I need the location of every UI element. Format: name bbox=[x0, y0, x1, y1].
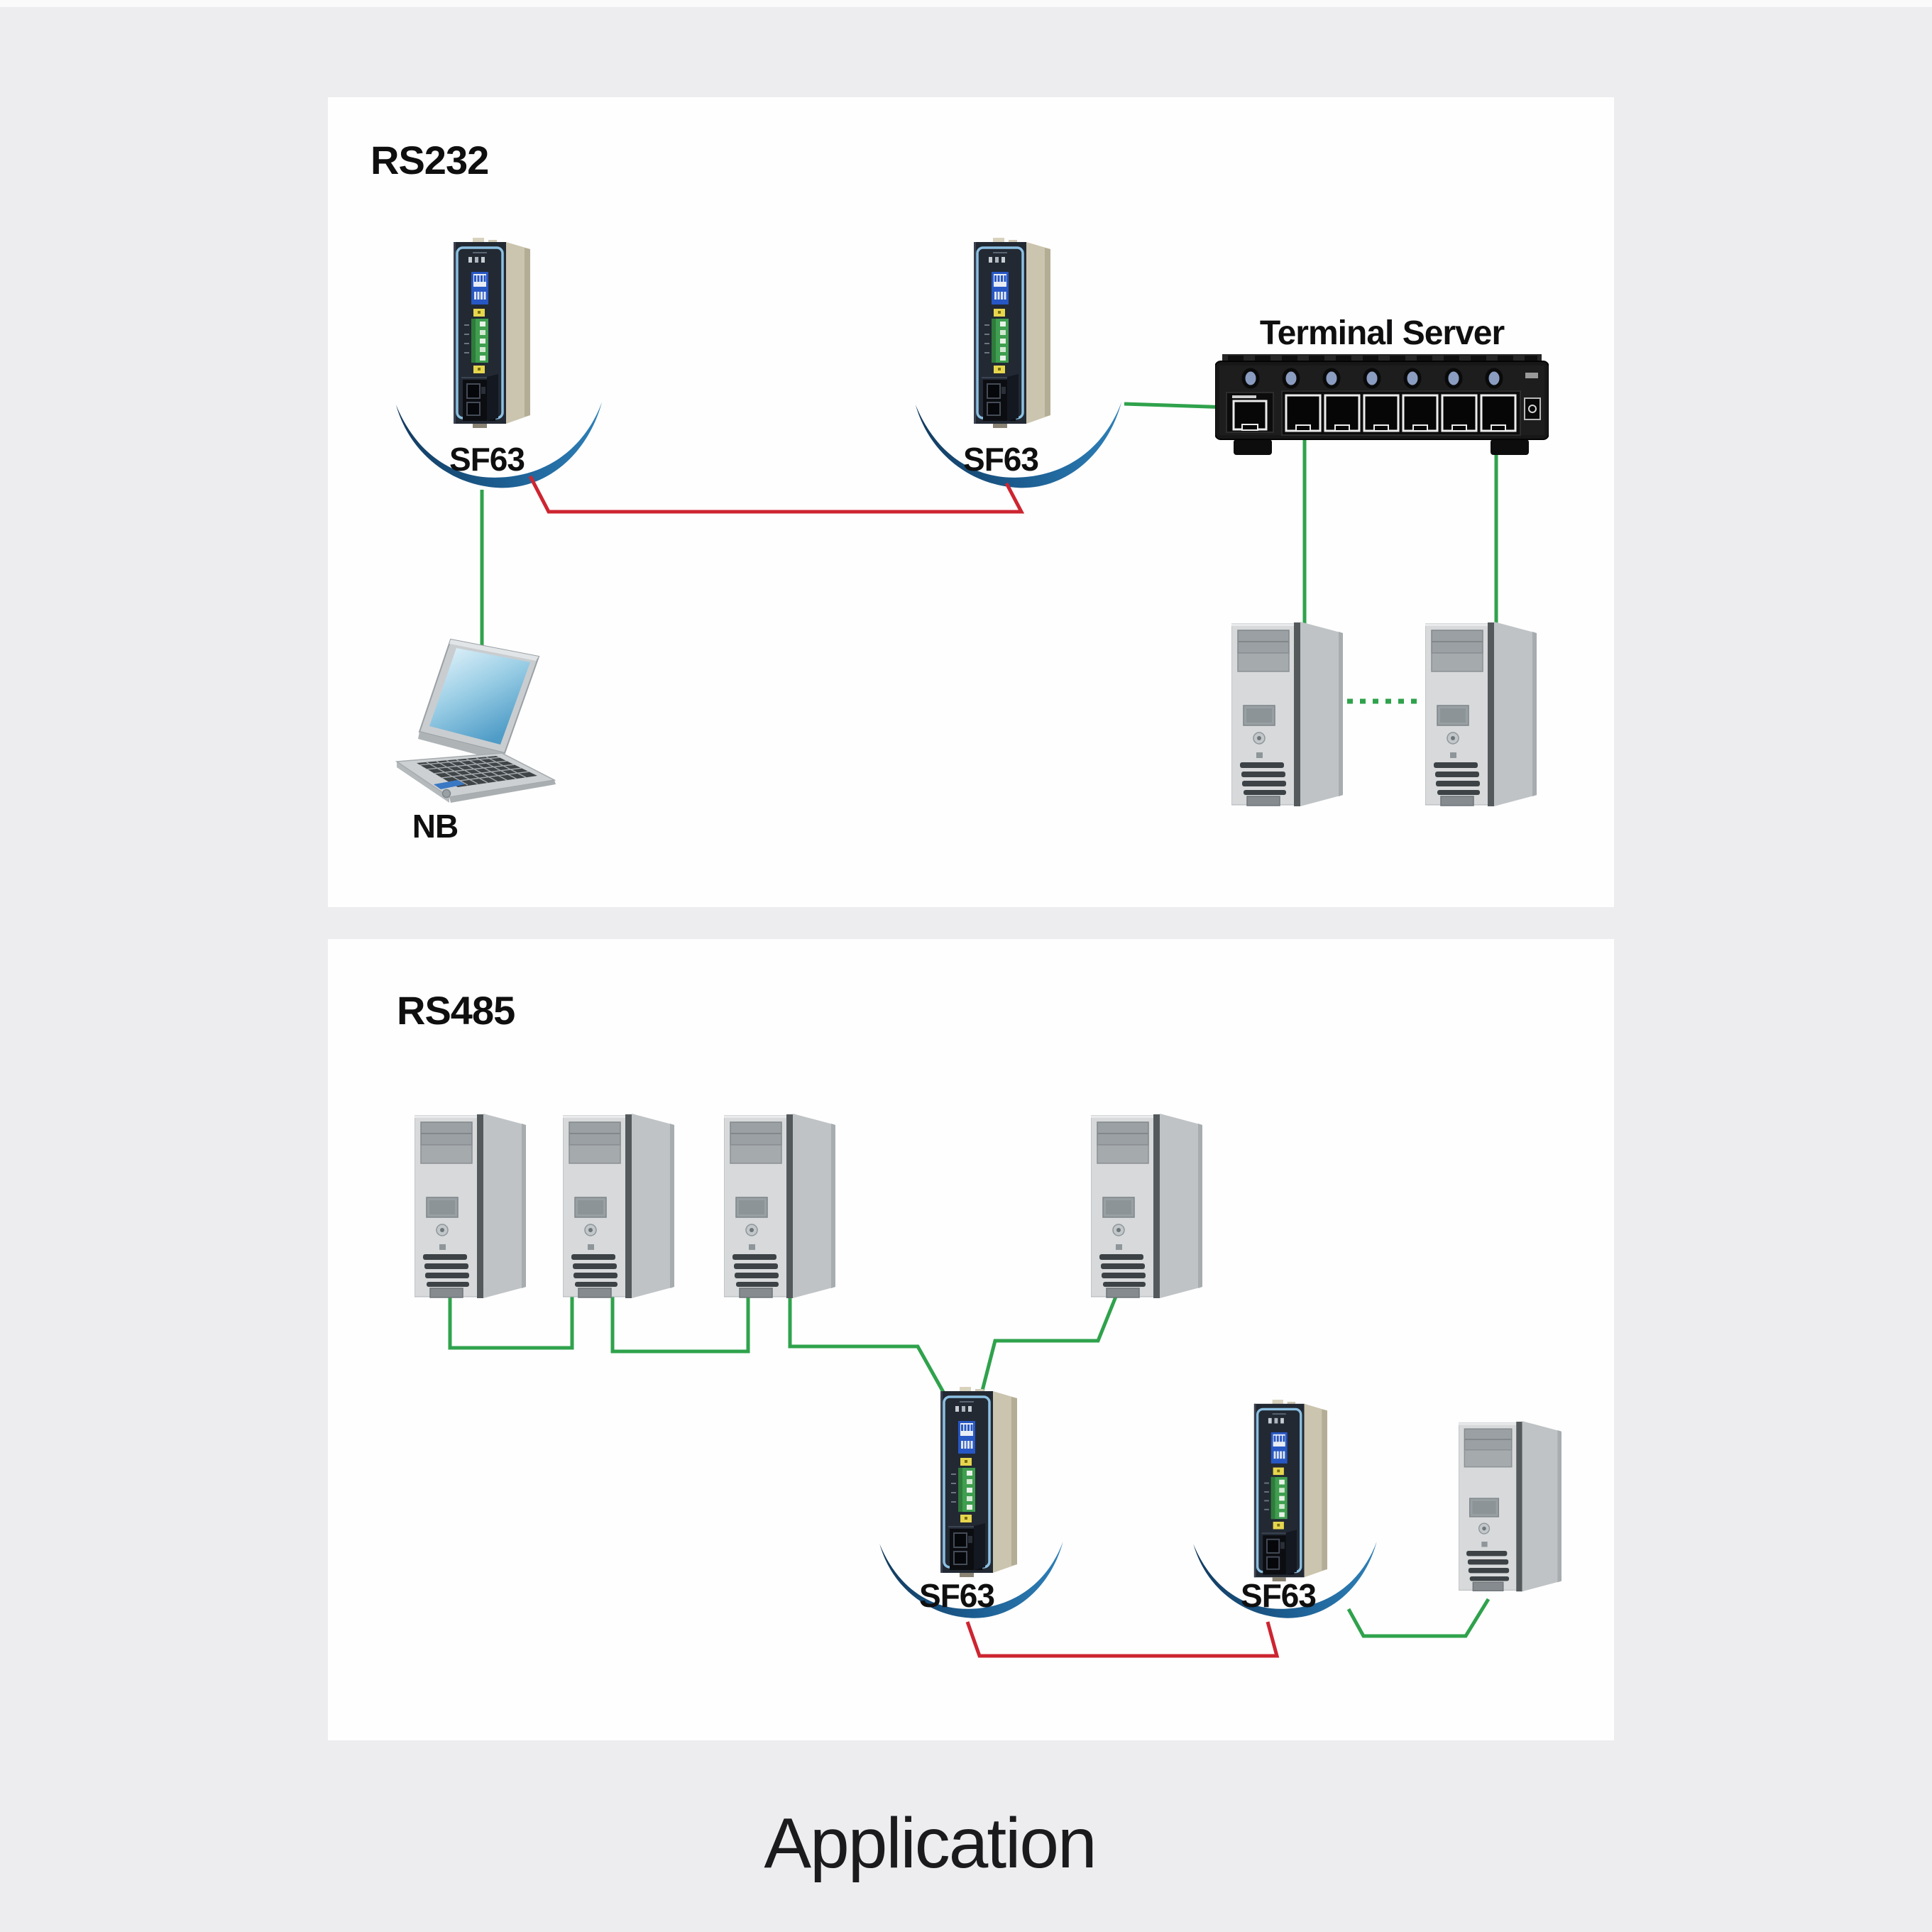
rs232-title: RS232 bbox=[371, 138, 489, 182]
sf63-left-label: SF63 bbox=[919, 1577, 995, 1614]
rs232-application-panel: RS232 SF63 SF63 Terminal Server NB bbox=[328, 97, 1614, 907]
sf63-left-label: SF63 bbox=[449, 441, 525, 478]
sf63-media-converter-icon bbox=[451, 238, 530, 429]
rs485-application-panel: RS485 SF63 SF63 bbox=[328, 939, 1614, 1740]
tower-computer-icon bbox=[1091, 1114, 1202, 1301]
sf63-media-converter-icon bbox=[1252, 1400, 1327, 1583]
rs485-bus-tower3-to-sf63 bbox=[788, 1296, 946, 1395]
rs485-bus-tower4-to-sf63 bbox=[979, 1296, 1118, 1394]
notebook-label: NB bbox=[412, 808, 459, 845]
rs485-title: RS485 bbox=[397, 988, 515, 1033]
terminal-server-icon bbox=[1215, 354, 1549, 457]
rs485-bus-tower1-tower2 bbox=[448, 1296, 574, 1350]
rs485-wiring-layer bbox=[448, 1296, 1491, 1658]
tower-computer-icon bbox=[563, 1114, 674, 1301]
sf63-right-label: SF63 bbox=[963, 441, 1039, 478]
serial-cable-sf63-to-tower bbox=[1346, 1598, 1491, 1638]
tower-computer-icon bbox=[1459, 1412, 1561, 1603]
page-caption: Application bbox=[764, 1804, 1097, 1883]
rs485-bus-tower2-tower3 bbox=[610, 1296, 750, 1354]
tower-computer-icon bbox=[415, 1114, 526, 1301]
fiber-link-red bbox=[528, 475, 1025, 514]
tower-computer-icon bbox=[1425, 622, 1537, 809]
tower-computer-icon bbox=[724, 1114, 835, 1301]
sf63-right-label: SF63 bbox=[1241, 1577, 1317, 1614]
fiber-link-red bbox=[965, 1621, 1280, 1658]
notebook-icon bbox=[390, 632, 560, 806]
terminal-server-label: Terminal Server bbox=[1259, 314, 1505, 352]
sf63-media-converter-icon bbox=[938, 1387, 1017, 1579]
sf63-media-converter-icon bbox=[972, 238, 1050, 429]
page-top-glare bbox=[0, 0, 1932, 7]
tower-computer-icon bbox=[1231, 622, 1343, 809]
rs232-wiring-layer bbox=[395, 402, 1498, 704]
